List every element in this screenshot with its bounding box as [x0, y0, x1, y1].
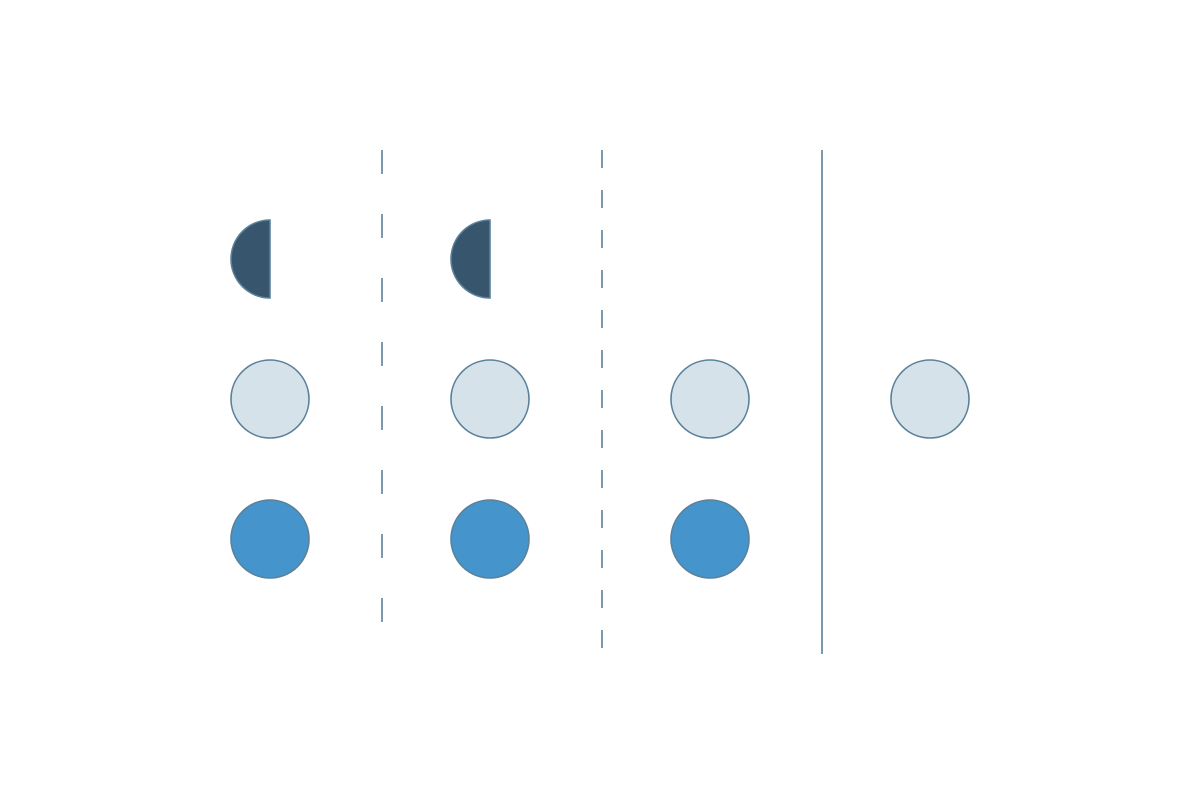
blue-circle — [670, 499, 750, 579]
light-circle — [230, 359, 310, 439]
light-circle — [890, 359, 970, 439]
half-dark-circle — [230, 219, 271, 299]
light-circle — [670, 359, 750, 439]
light-circle — [450, 359, 530, 439]
half-dark-circle — [450, 219, 491, 299]
blue-circle — [230, 499, 310, 579]
blue-circle — [450, 499, 530, 579]
